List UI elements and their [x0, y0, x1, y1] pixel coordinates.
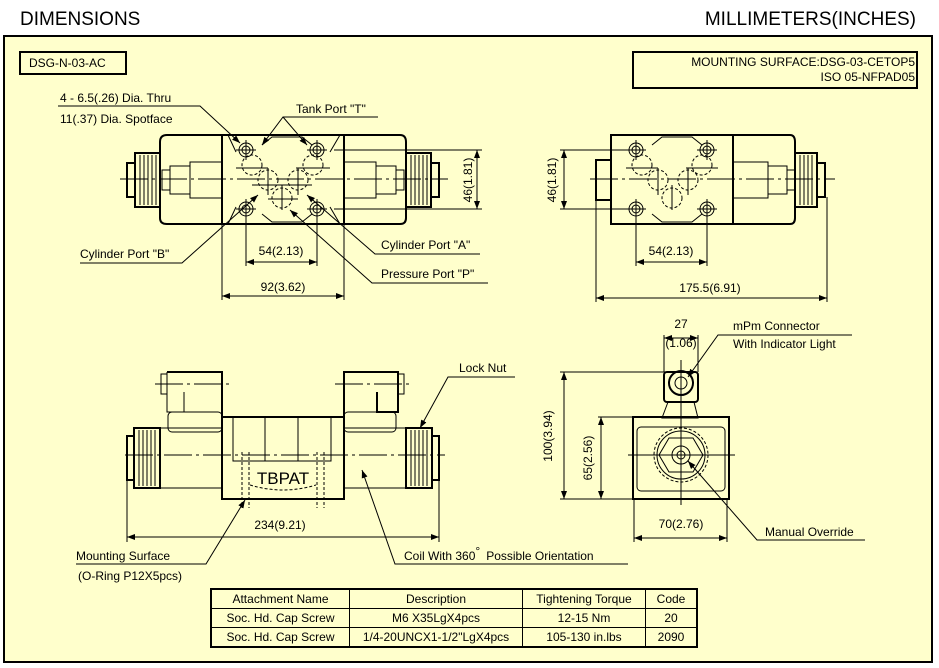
units-label: MILLIMETERS(INCHES)	[704, 9, 916, 30]
cell-description: M6 X35LgX4pcs	[349, 608, 523, 628]
cylinder-port-b-label: Cylinder Port "B"	[80, 247, 169, 261]
cell-code: 2090	[645, 627, 698, 648]
indicator-light-label: With Indicator Light	[733, 337, 836, 351]
front-view	[76, 371, 628, 565]
table-header-row: Attachment Name Description Tightening T…	[210, 588, 698, 609]
cell-tightening-torque: 12-15 Nm	[522, 608, 646, 628]
dim-connector-in: (1.06)	[665, 336, 696, 350]
dim-body-width: 92(3.62)	[261, 280, 306, 294]
connector-label: mPm Connector	[733, 319, 820, 333]
dim-body-height: 65(2.56)	[581, 436, 595, 481]
cell-description: 1/4-20UNCX1-1/2"LgX4pcs	[349, 627, 523, 648]
end-view	[560, 334, 865, 542]
cell-attachment-name: Soc. Hd. Cap Screw	[210, 627, 350, 648]
model-code-box: DSG-N-03-AC	[19, 51, 127, 75]
single-dim-hole-spacing: 54(2.13)	[649, 244, 694, 258]
lock-nut-label: Lock Nut	[459, 361, 507, 375]
drawing-frame	[3, 35, 933, 663]
diagram-title: DIMENSIONS	[20, 9, 141, 30]
port-letters: TBPAT	[257, 469, 309, 488]
front-view-labels: TBPAT Lock Nut 234(9.21) Mounting Surfac…	[76, 361, 594, 583]
mounting-surface-line1: MOUNTING SURFACE:DSG-03-CETOP5	[691, 55, 915, 69]
table-row: Soc. Hd. Cap Screw M6 X35LgX4pcs 12-15 N…	[210, 608, 698, 628]
single-view-labels: 46(1.81) 54(2.13) 175.5(6.91)	[545, 158, 741, 295]
dim-front-total-length: 234(9.21)	[254, 518, 305, 532]
mounting-surface-line2: ISO 05-NFPAD05	[821, 70, 916, 84]
tank-port-label: Tank Port "T"	[296, 102, 366, 116]
cell-code: 20	[645, 608, 698, 628]
dim-height: 46(1.81)	[461, 158, 475, 203]
top-view	[58, 105, 488, 300]
dim-hole-spacing: 54(2.13)	[259, 244, 304, 258]
dim-total-height: 100(3.94)	[541, 410, 555, 461]
dim-connector-mm: 27	[674, 317, 688, 331]
coil-label: Coil With 360°Possible Orientation	[404, 544, 594, 563]
hole-label-thru: 4 - 6.5(.26) Dia. Thru	[60, 91, 171, 105]
header-description: Description	[349, 588, 523, 609]
cylinder-port-a-label: Cylinder Port "A"	[381, 238, 470, 252]
cell-attachment-name: Soc. Hd. Cap Screw	[210, 608, 350, 628]
o-ring-label: (O-Ring P12X5pcs)	[78, 569, 182, 583]
dim-end-width: 70(2.76)	[659, 517, 704, 531]
header-attachment-name: Attachment Name	[210, 588, 350, 609]
single-dim-total-length: 175.5(6.91)	[679, 281, 740, 295]
mounting-surface-label: Mounting Surface	[76, 549, 170, 563]
single-solenoid-view	[560, 134, 835, 302]
model-code: DSG-N-03-AC	[29, 56, 106, 70]
attachment-table: Attachment Name Description Tightening T…	[210, 588, 698, 648]
header-tightening-torque: Tightening Torque	[522, 588, 646, 609]
single-dim-height: 46(1.81)	[545, 158, 559, 203]
top-view-labels: 4 - 6.5(.26) Dia. Thru 11(.37) Dia. Spot…	[60, 91, 475, 294]
manual-override-label: Manual Override	[765, 525, 854, 539]
end-view-labels: 27 (1.06) mPm Connector With Indicator L…	[541, 317, 854, 539]
pressure-port-label: Pressure Port "P"	[381, 267, 474, 281]
mounting-surface-box: MOUNTING SURFACE:DSG-03-CETOP5 ISO 05-NF…	[632, 51, 918, 89]
cell-tightening-torque: 105-130 in.lbs	[522, 627, 646, 648]
header-code: Code	[645, 588, 698, 609]
table-row: Soc. Hd. Cap Screw 1/4-20UNCX1-1/2"LgX4p…	[210, 627, 698, 648]
hole-label-spotface: 11(.37) Dia. Spotface	[60, 112, 173, 126]
